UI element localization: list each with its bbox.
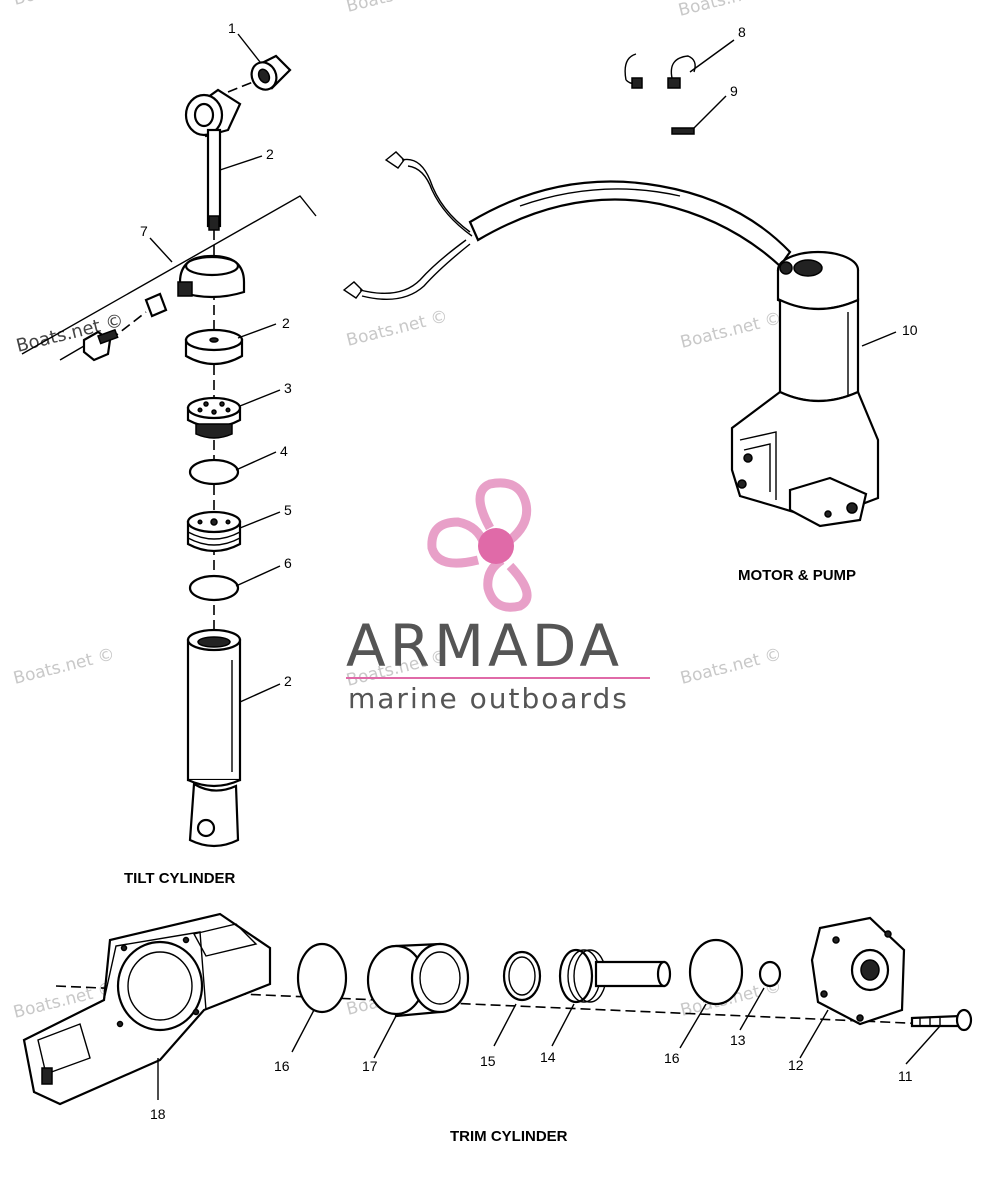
logo-tagline: marine outboards bbox=[348, 682, 629, 715]
watermark: Boats.net © bbox=[344, 0, 449, 17]
part-9-screw bbox=[671, 127, 695, 135]
part-15-o-ring bbox=[502, 950, 542, 1002]
callout-16: 16 bbox=[664, 1050, 680, 1066]
part-2-rod-eye bbox=[184, 88, 242, 231]
tilt-cylinder-title: TILT CYLINDER bbox=[124, 870, 236, 887]
watermark: Boats.net © bbox=[676, 0, 781, 21]
part-2-cap bbox=[184, 328, 244, 366]
watermark: Boats.net © bbox=[11, 0, 116, 10]
callout-15: 15 bbox=[480, 1053, 496, 1069]
part-13-ball bbox=[758, 960, 782, 988]
wire-harness bbox=[342, 151, 792, 301]
callout-14: 14 bbox=[540, 1049, 556, 1065]
part-6-o-ring bbox=[188, 574, 240, 602]
callout-1: 1 bbox=[228, 20, 236, 36]
trim-axis bbox=[55, 985, 931, 1025]
callout-2: 2 bbox=[282, 315, 290, 331]
callout-16: 16 bbox=[274, 1058, 290, 1074]
part-12-end-cap bbox=[810, 916, 906, 1026]
part-16-o-ring bbox=[296, 942, 348, 1014]
trim-cylinder-assembly bbox=[22, 912, 973, 1106]
leader-lines bbox=[149, 33, 941, 1100]
motor-pump-assembly bbox=[342, 53, 880, 528]
part-14-piston-rod bbox=[558, 948, 672, 1004]
section-titles: TILT CYLINDER MOTOR & PUMP TRIM CYLINDER bbox=[124, 567, 856, 1145]
bushing-axis bbox=[227, 79, 259, 93]
propeller-icon bbox=[427, 478, 532, 612]
callout-17: 17 bbox=[362, 1058, 378, 1074]
armada-logo: ARMADA marine outboards bbox=[346, 478, 650, 715]
watermark: Boats.net © bbox=[678, 308, 783, 352]
callout-7: 7 bbox=[140, 223, 148, 239]
watermark: Boats.net © bbox=[344, 306, 449, 350]
part-5-piston bbox=[186, 510, 242, 553]
part-16-o-ring-2 bbox=[688, 938, 744, 1006]
callout-10: 10 bbox=[902, 322, 918, 338]
logo-brand: ARMADA bbox=[346, 612, 623, 680]
callout-12: 12 bbox=[788, 1057, 804, 1073]
callout-8: 8 bbox=[738, 24, 746, 40]
part-4-o-ring bbox=[188, 458, 240, 486]
part-18-housing bbox=[22, 912, 272, 1106]
callout-9: 9 bbox=[730, 83, 738, 99]
part-7-strap bbox=[21, 195, 317, 362]
callout-13: 13 bbox=[730, 1032, 746, 1048]
trim-cylinder-title: TRIM CYLINDER bbox=[450, 1128, 568, 1145]
part-11-bolt bbox=[910, 1008, 973, 1032]
part-8-wire-clips bbox=[624, 53, 696, 89]
callout-6: 6 bbox=[284, 555, 292, 571]
callout-labels: 1 2 7 2 3 4 5 6 2 8 9 10 11 12 13 14 15 … bbox=[140, 20, 918, 1122]
watermark: Boats.net © bbox=[11, 644, 116, 688]
callout-2: 2 bbox=[284, 673, 292, 689]
callout-4: 4 bbox=[280, 443, 288, 459]
part-10-motor bbox=[730, 250, 880, 528]
callout-11: 11 bbox=[898, 1068, 913, 1084]
part-1-bushing bbox=[250, 54, 292, 91]
tilt-cylinder-assembly bbox=[21, 54, 317, 848]
callout-3: 3 bbox=[284, 380, 292, 396]
part-17-sleeve bbox=[366, 942, 470, 1018]
part-3-piston bbox=[186, 396, 242, 439]
callout-5: 5 bbox=[284, 502, 292, 518]
part-2-cylinder bbox=[186, 628, 242, 848]
callout-18: 18 bbox=[150, 1106, 166, 1122]
callout-2: 2 bbox=[266, 146, 274, 162]
motor-pump-title: MOTOR & PUMP bbox=[738, 567, 856, 584]
watermark: Boats.net © bbox=[678, 644, 783, 688]
